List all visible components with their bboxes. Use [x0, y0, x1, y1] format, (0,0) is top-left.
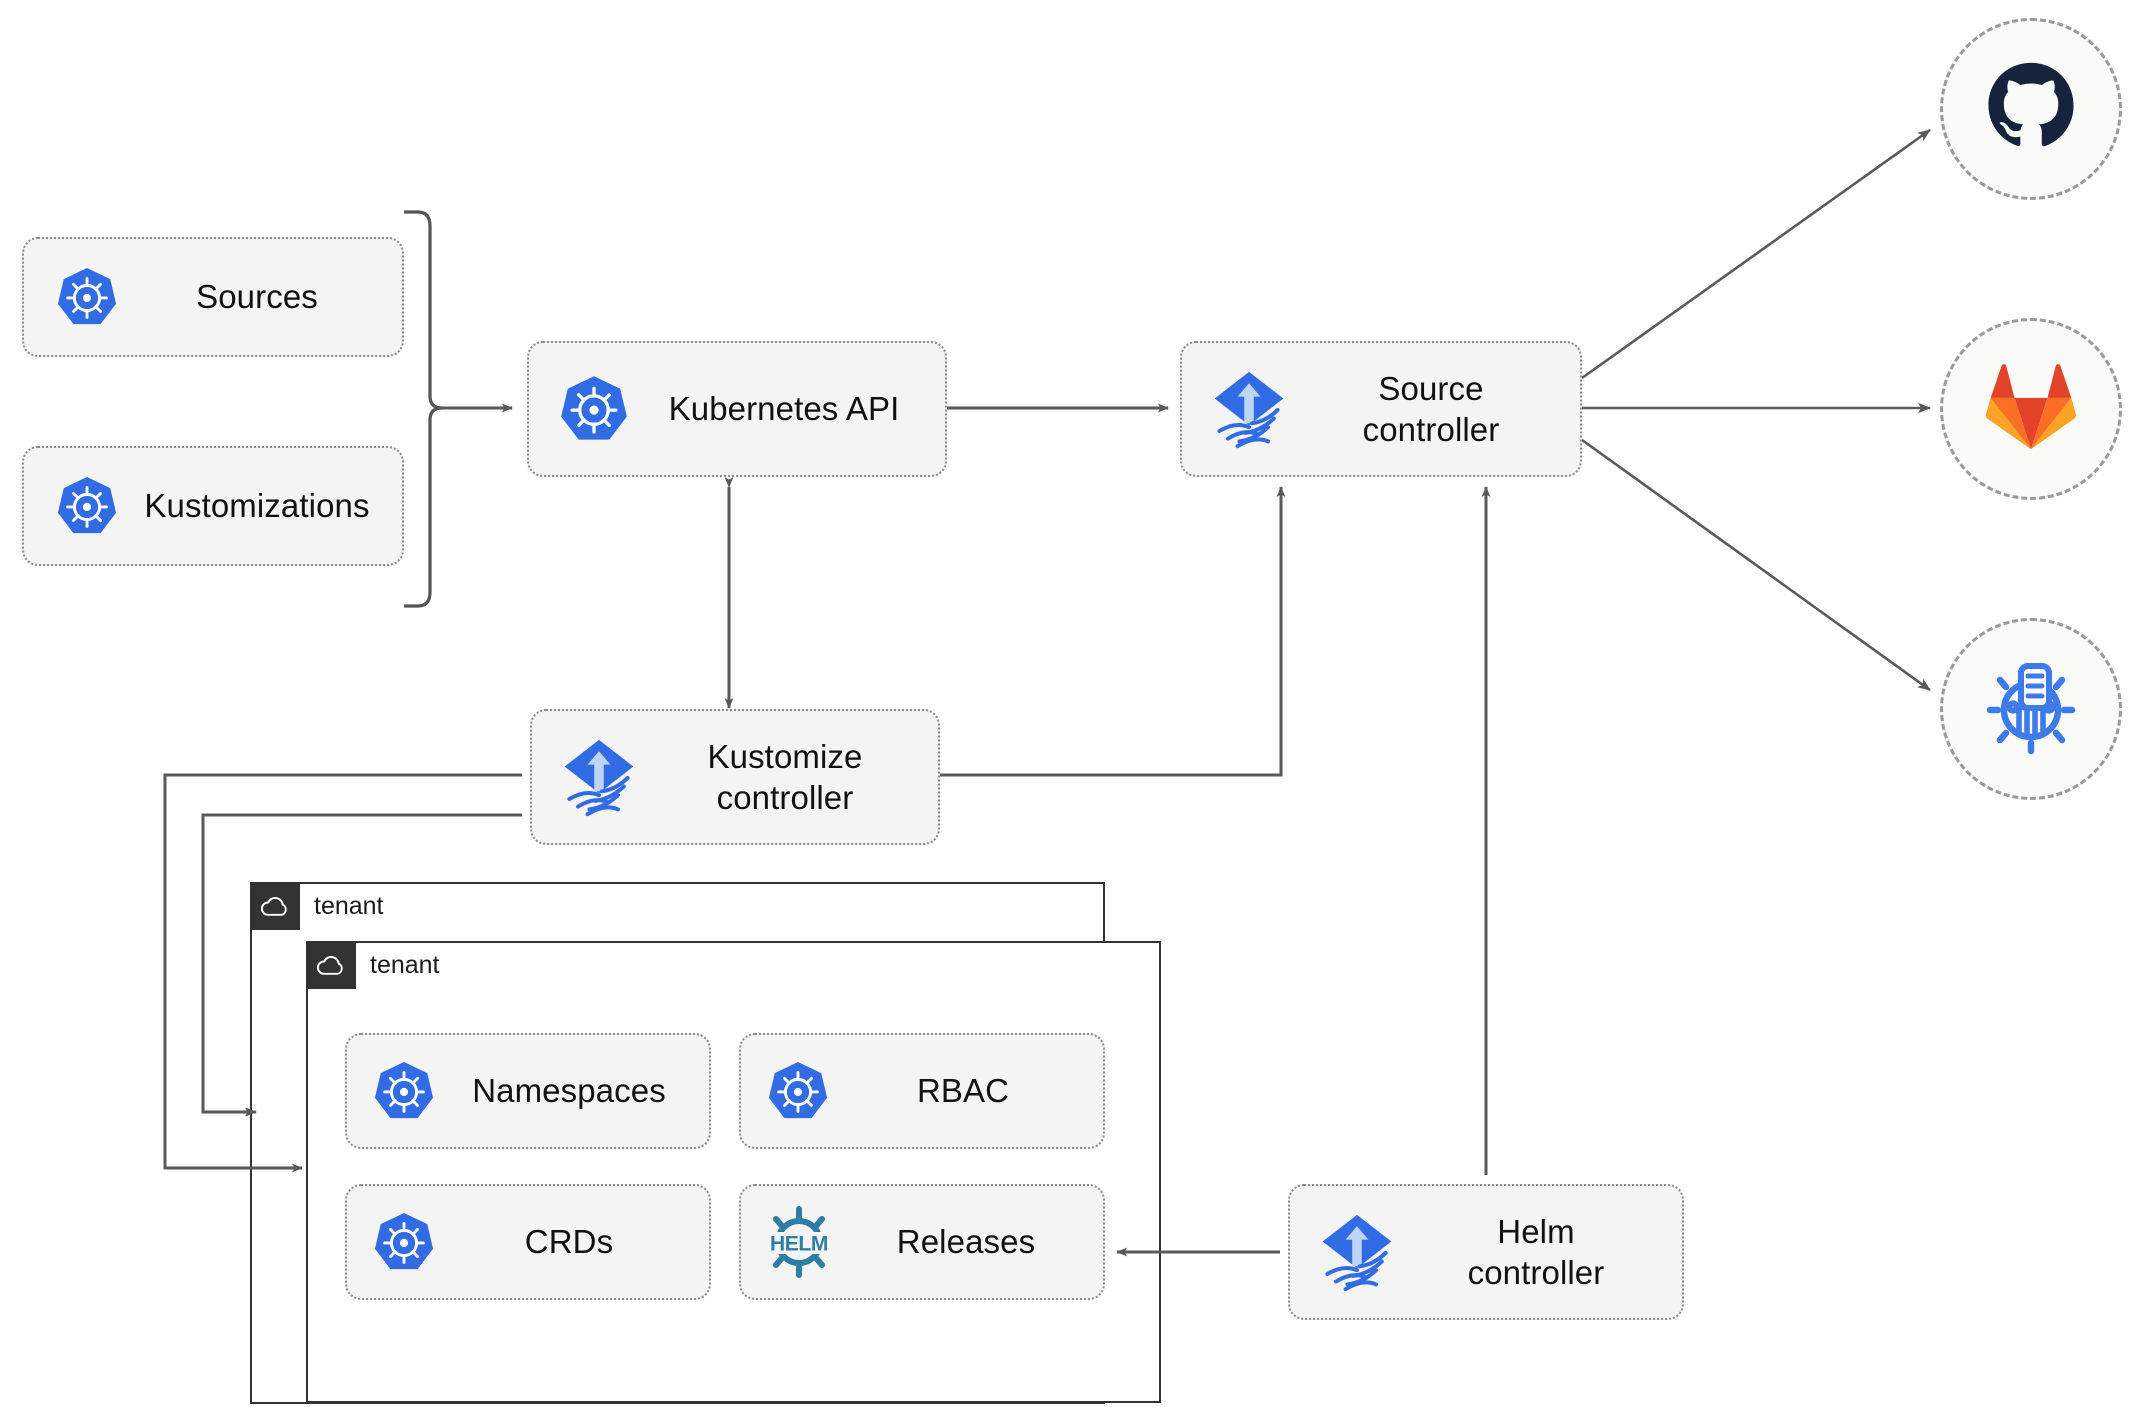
- node-namespaces[interactable]: Namespaces: [345, 1033, 711, 1149]
- node-sources[interactable]: Sources: [22, 237, 404, 357]
- node-kustomizations-label: Kustomizations: [144, 487, 370, 525]
- node-crds[interactable]: CRDs: [345, 1184, 711, 1300]
- tenant-back-name: tenant: [314, 891, 384, 920]
- node-helm-controller[interactable]: Helm controller: [1288, 1184, 1684, 1320]
- kubernetes-icon: [373, 1211, 435, 1273]
- node-rbac[interactable]: RBAC: [739, 1033, 1105, 1149]
- tenant-front-header: tenant: [306, 941, 440, 989]
- flux-icon: [1318, 1211, 1396, 1293]
- node-releases[interactable]: HELM Releases: [739, 1184, 1105, 1300]
- node-helm-controller-label: Helm controller: [1467, 1212, 1605, 1291]
- tenant-front-name: tenant: [370, 950, 440, 979]
- helm-icon: HELM: [763, 1204, 835, 1280]
- flux-icon: [560, 736, 638, 818]
- node-kubernetes-api-label: Kubernetes API: [668, 390, 900, 428]
- helm-chart-repo-icon: [1981, 657, 2081, 762]
- cloud-icon: [306, 941, 356, 989]
- gitlab-icon: [1985, 363, 2077, 456]
- node-sources-label: Sources: [196, 278, 318, 316]
- node-namespaces-label: Namespaces: [472, 1072, 666, 1110]
- svg-text:HELM: HELM: [770, 1233, 828, 1256]
- provider-gitlab[interactable]: [1940, 318, 2122, 500]
- flux-icon: [1210, 368, 1288, 450]
- kubernetes-icon: [767, 1060, 829, 1122]
- provider-github[interactable]: [1940, 18, 2122, 200]
- tenant-front[interactable]: tenant: [306, 941, 1161, 1403]
- provider-helm-repository[interactable]: [1940, 618, 2122, 800]
- node-rbac-label: RBAC: [916, 1072, 1010, 1110]
- github-icon: [1985, 61, 2077, 158]
- node-kubernetes-api[interactable]: Kubernetes API: [527, 341, 947, 477]
- node-source-controller[interactable]: Source controller: [1180, 341, 1582, 477]
- kubernetes-icon: [56, 266, 118, 328]
- cloud-icon: [250, 882, 300, 930]
- node-source-controller-label: Source controller: [1362, 369, 1500, 448]
- tenant-back-header: tenant: [250, 882, 384, 930]
- node-kustomize-controller[interactable]: Kustomize controller: [530, 709, 940, 845]
- node-releases-label: Releases: [896, 1223, 1036, 1261]
- node-kustomize-controller-label: Kustomize controller: [707, 737, 863, 816]
- kubernetes-icon: [373, 1060, 435, 1122]
- kubernetes-icon: [56, 475, 118, 537]
- node-crds-label: CRDs: [524, 1223, 614, 1261]
- node-kustomizations[interactable]: Kustomizations: [22, 446, 404, 566]
- kubernetes-icon: [559, 374, 629, 444]
